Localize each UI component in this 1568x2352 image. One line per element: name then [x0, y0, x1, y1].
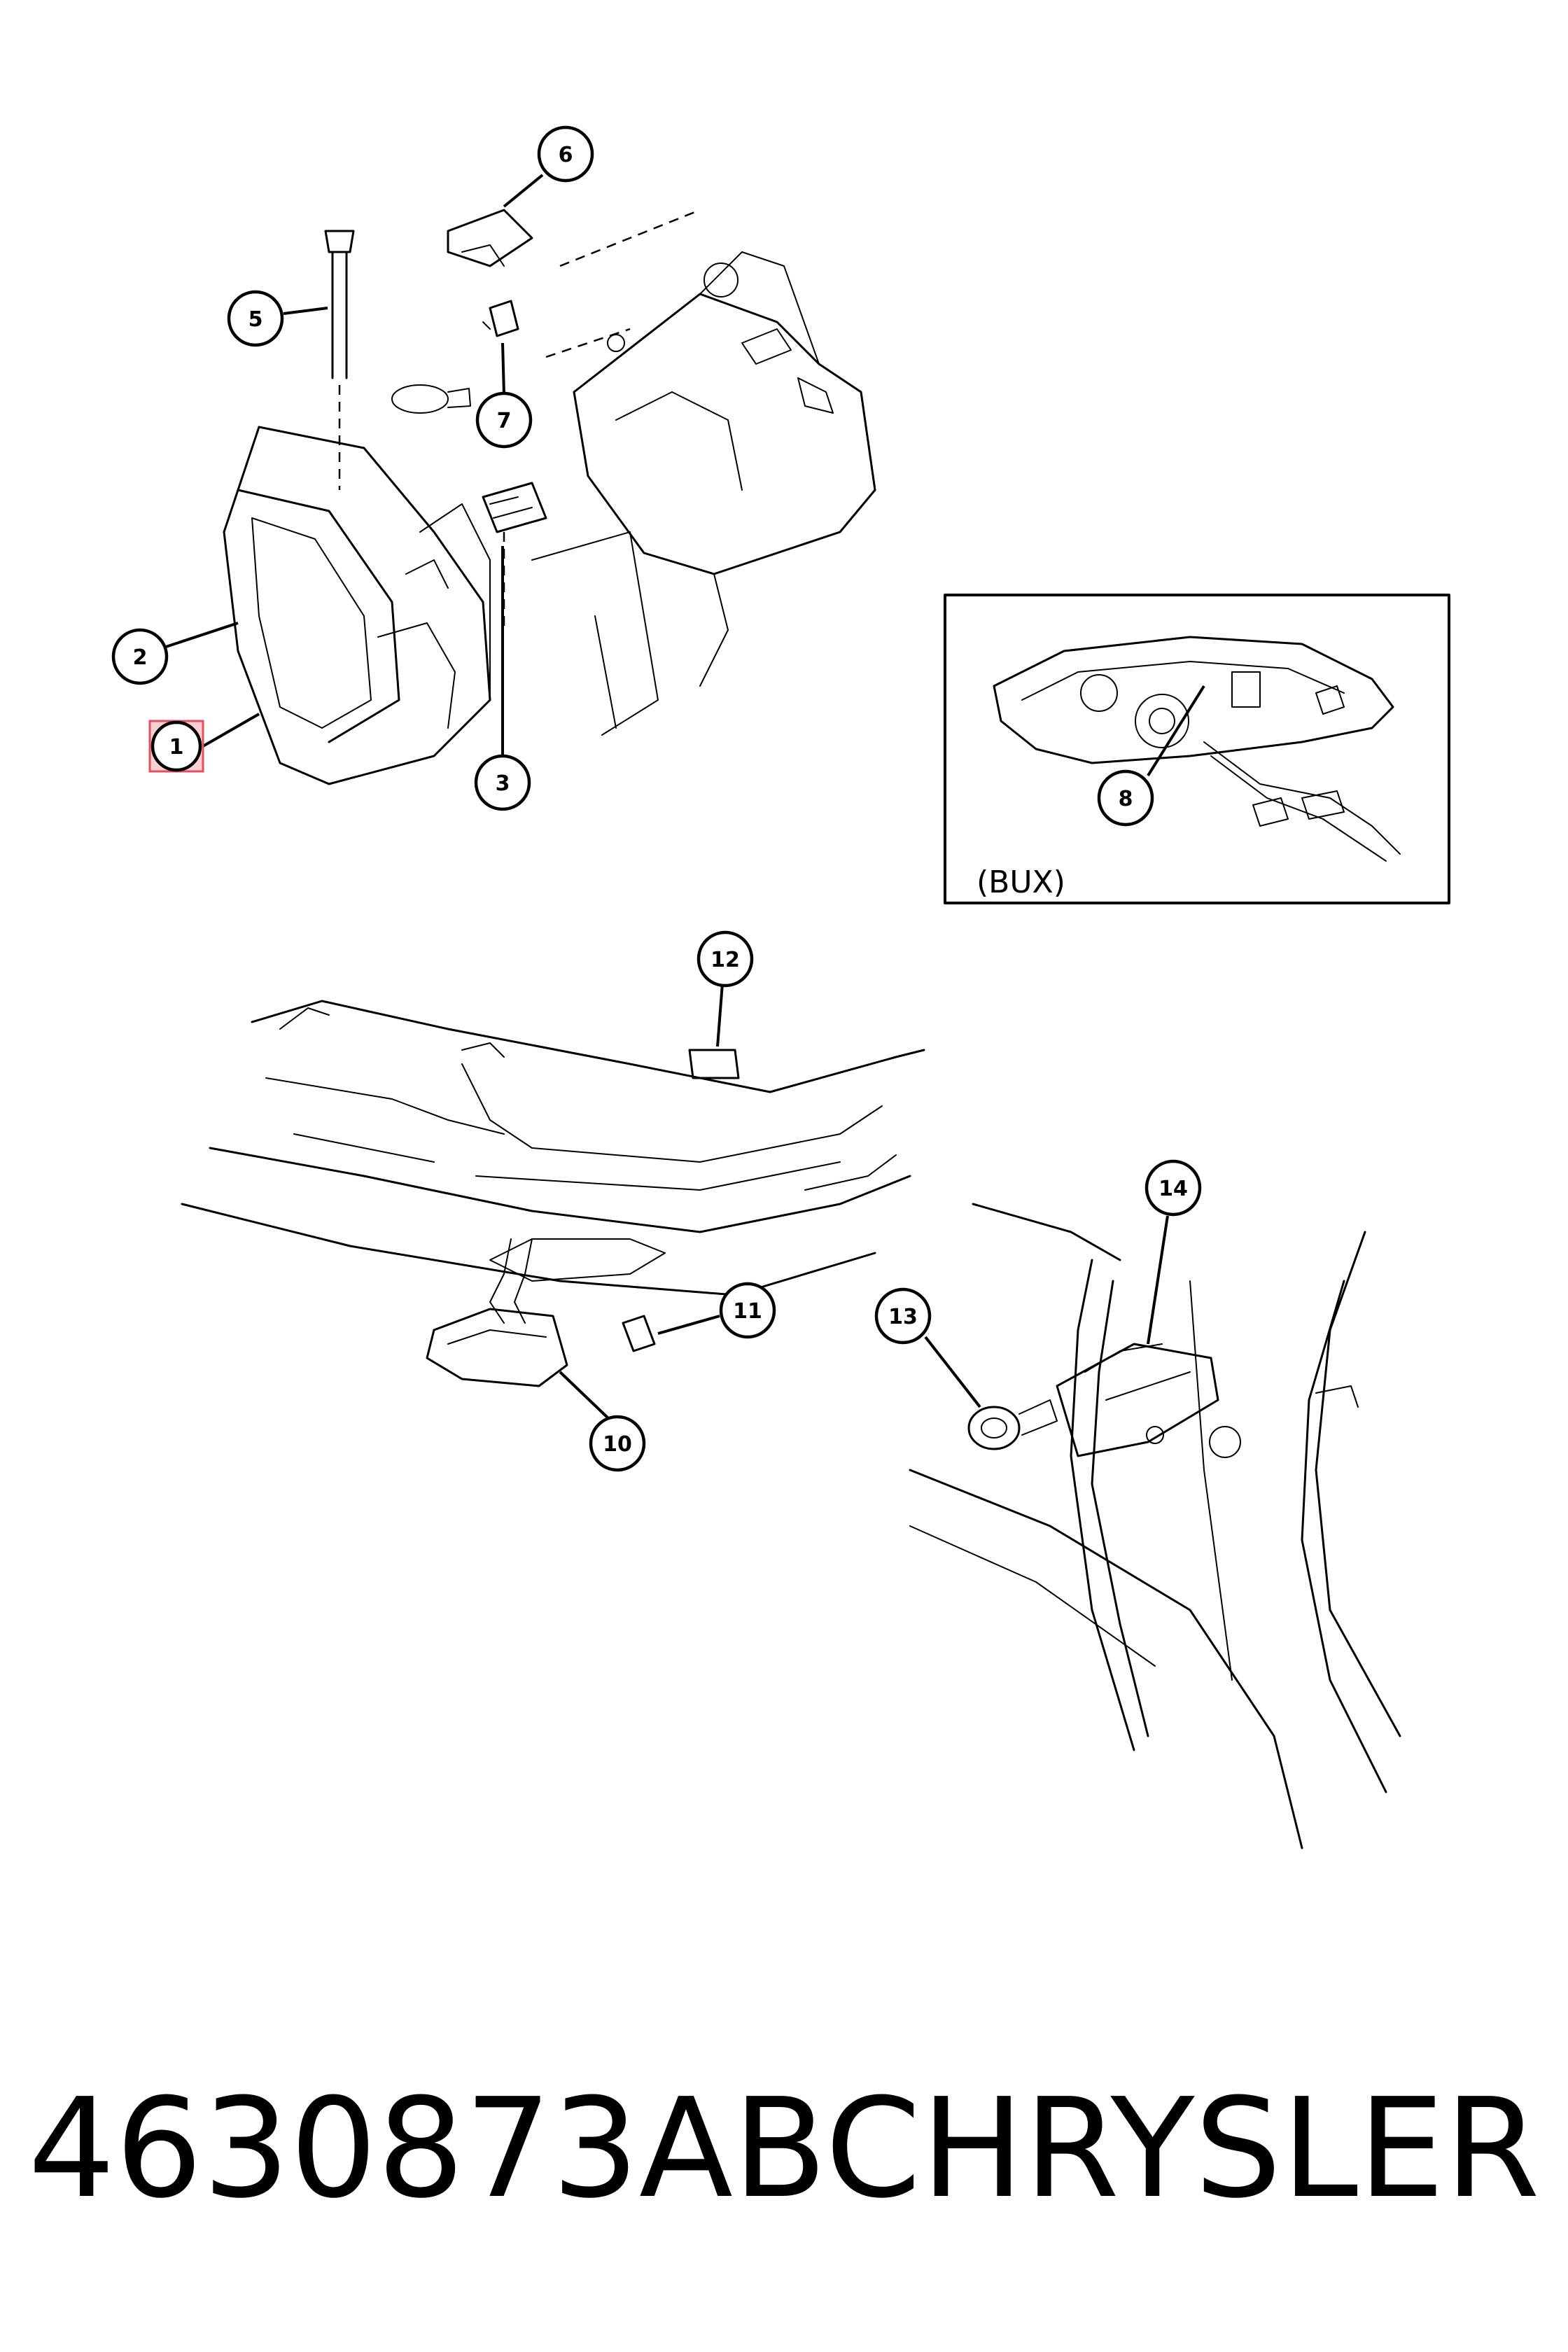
callout-7-label: 7	[497, 409, 512, 433]
callout-14-label: 14	[1158, 1177, 1188, 1201]
part-footer: 4630873AB CHRYSLER	[0, 2058, 1568, 2240]
callout-6-label: 6	[559, 143, 573, 167]
callout-8: 8	[1097, 769, 1154, 827]
callout-5-label: 5	[248, 307, 263, 332]
callout-14: 14	[1144, 1159, 1202, 1217]
part-number: 4630873AB	[28, 2069, 827, 2229]
callout-12-label: 12	[710, 948, 740, 972]
callout-13-label: 13	[888, 1305, 918, 1329]
callout-11-label: 11	[733, 1299, 762, 1324]
callout-3-label: 3	[496, 771, 510, 796]
callout-7: 7	[475, 391, 533, 449]
callout-11: 11	[719, 1282, 776, 1339]
callout-8-label: 8	[1119, 787, 1133, 811]
leader-lines	[165, 174, 1205, 1420]
callout-3: 3	[474, 754, 531, 811]
callout-10: 10	[589, 1415, 646, 1472]
callout-2: 2	[111, 628, 169, 685]
callout-5: 5	[227, 290, 284, 347]
callout-1: 1	[148, 720, 204, 773]
callout-10-label: 10	[603, 1432, 632, 1457]
headlamp-assembly-drawing	[223, 209, 876, 785]
callout-12: 12	[696, 930, 754, 988]
callout-13: 13	[874, 1287, 932, 1345]
callout-6: 6	[537, 125, 594, 183]
callout-1-label: 1	[169, 735, 184, 760]
bux-inset: (BUX)	[944, 594, 1450, 904]
side-repeater-drawing	[909, 1203, 1401, 1849]
brand-name: CHRYSLER	[825, 2069, 1540, 2229]
callout-2-label: 2	[133, 645, 148, 670]
inset-label: (BUX)	[976, 864, 1065, 900]
front-fascia-drawing	[181, 1000, 925, 1387]
